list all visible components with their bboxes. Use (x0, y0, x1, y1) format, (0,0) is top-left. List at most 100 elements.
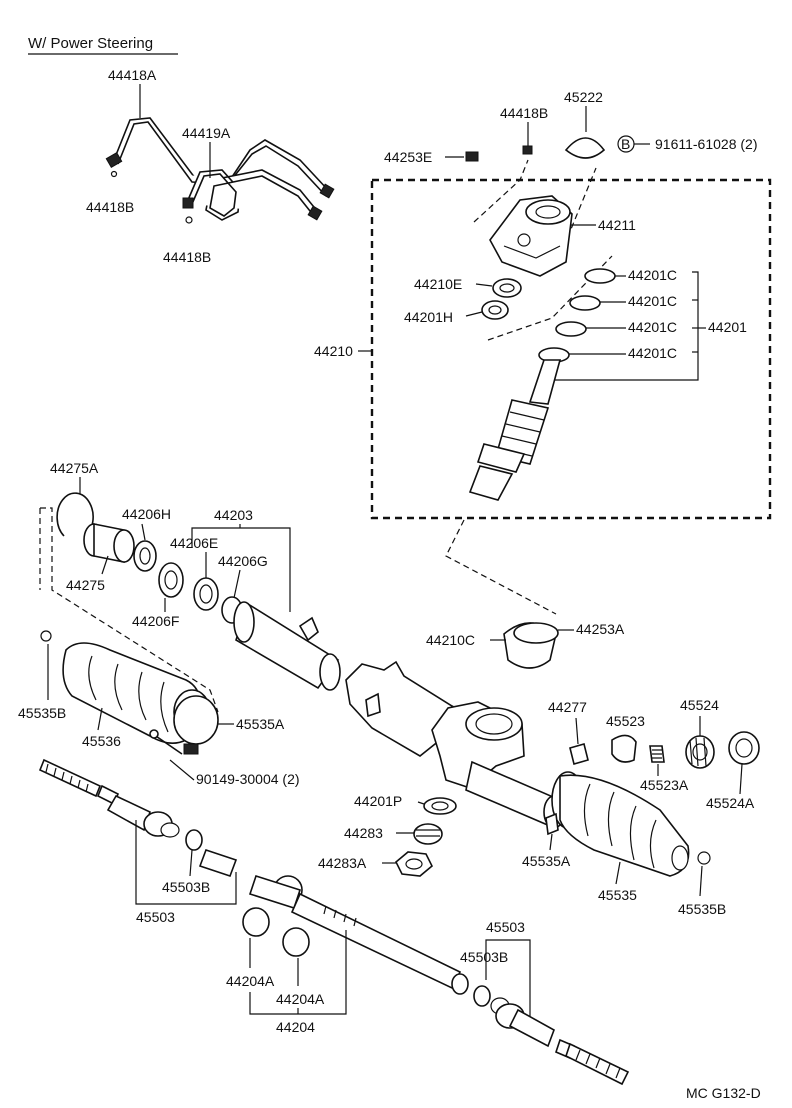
union-seat-icon (465, 151, 479, 162)
leader-45503B-left (189, 849, 193, 877)
callout-44201C-4: 44201C (628, 345, 677, 361)
ring-44201C-1 (584, 268, 616, 284)
leader-45535A-right (549, 833, 553, 851)
callout-44418B-bottom: 44418B (163, 249, 211, 265)
dust-seal-icon (564, 137, 606, 159)
tie-rod-right (490, 997, 630, 1086)
callout-44253E: 44253E (384, 149, 432, 165)
leader-45535B-right (699, 865, 703, 897)
bracket-44201 (540, 271, 699, 381)
leader-45536 (97, 707, 103, 731)
callout-45535B-left: 45535B (18, 705, 66, 721)
bleeder-plug-icon (522, 145, 533, 155)
leader-44277 (575, 717, 579, 745)
lock-washer-45503B-right-icon (473, 985, 491, 1007)
callout-44206E: 44206E (170, 535, 218, 551)
callout-44201C-1: 44201C (628, 267, 677, 283)
leader-44210E (475, 283, 493, 287)
pinion-shaft (468, 359, 562, 501)
callout-44204A-1: 44204A (226, 973, 275, 989)
guide-line-5 (40, 507, 219, 713)
rack-housing (345, 660, 565, 829)
valve-assembly-box (370, 178, 772, 520)
figure-code: MC G132-D (686, 1085, 761, 1101)
callout-44418B-left: 44418B (86, 199, 134, 215)
callout-45222: 45222 (564, 89, 603, 105)
callout-45524: 45524 (680, 697, 719, 713)
callout-45523A: 45523A (640, 777, 689, 793)
lock-washer-45503B-left-icon (185, 829, 203, 851)
rack-44204 (198, 848, 469, 995)
diagram-title: W/ Power Steering (28, 35, 153, 52)
boot-45535 (551, 771, 690, 877)
bracket-45503-left (135, 820, 237, 905)
ring-44201C-2 (569, 295, 601, 311)
callout-44275: 44275 (66, 577, 105, 593)
callout-45535A-left: 45535A (236, 716, 285, 732)
callout-44211: 44211 (598, 217, 636, 233)
leader-44201P (417, 801, 425, 805)
callout-44206F: 44206F (132, 613, 179, 629)
callout-44201C-3: 44201C (628, 319, 677, 335)
callout-44203: 44203 (214, 507, 253, 523)
leader-44206H (141, 523, 146, 541)
cylinder-end-stopper (83, 523, 135, 563)
tie-rod-left (38, 758, 180, 838)
plug-44283 (413, 823, 443, 845)
callout-45503B-left: 45503B (162, 879, 210, 895)
callout-44283A: 44283A (318, 855, 367, 871)
callout-45535B-right: 45535B (678, 901, 726, 917)
callout-44206H: 44206H (122, 506, 171, 522)
callout-44201: 44201 (708, 319, 747, 335)
pressure-tubes (105, 117, 335, 224)
spring-cap-45524 (685, 735, 715, 769)
leader-45524A (739, 763, 743, 795)
bracket-44203 (191, 527, 291, 612)
callout-45503-left: 45503 (136, 909, 175, 925)
callout-45535: 45535 (598, 887, 637, 903)
callout-44204A-2: 44204A (276, 991, 325, 1007)
callout-44210E: 44210E (414, 276, 462, 292)
callout-45503B-right: 45503B (460, 949, 508, 965)
callout-44418A: 44418A (108, 67, 157, 83)
valve-housing (489, 195, 573, 277)
callout-44206G: 44206G (218, 553, 268, 569)
callout-45524A: 45524A (706, 795, 755, 811)
rack-guide-44277-icon (569, 743, 589, 765)
rack-guide-45523-icon (611, 734, 637, 763)
callout-45536: 45536 (82, 733, 121, 749)
ring-44204A-1-icon (242, 907, 270, 937)
guide-line-4 (445, 519, 557, 615)
callout-44277: 44277 (548, 699, 587, 715)
callout-44210C: 44210C (426, 632, 475, 648)
callout-44253A: 44253A (576, 621, 625, 637)
leader-44275 (101, 555, 109, 575)
guide-line-1 (473, 159, 529, 223)
callout-44201C-2: 44201C (628, 293, 677, 309)
clamp-45535A-left-icon (173, 695, 219, 745)
clip-45535B-left-icon (40, 630, 52, 642)
leader-44201H (465, 311, 483, 317)
clamp-45535A-right-icon (545, 812, 559, 836)
ring-44204A-2-icon (282, 927, 310, 957)
callout-44204: 44204 (276, 1019, 315, 1035)
callout-44418B-top: 44418B (500, 105, 548, 121)
callout-44210: 44210 (314, 343, 353, 359)
clip-45535B-right-icon (697, 851, 711, 865)
leader-44206G (233, 569, 241, 599)
callout-91611: 91611-61028 (2) (655, 136, 757, 152)
callout-44201P: 44201P (354, 793, 402, 809)
callout-45535A-right: 45535A (522, 853, 571, 869)
callout-44275A: 44275A (50, 460, 99, 476)
callout-44283: 44283 (344, 825, 383, 841)
bracket-45503-right (485, 939, 531, 1020)
callout-90149: 90149-30004 (2) (196, 771, 300, 787)
callout-44419A: 44419A (182, 125, 231, 141)
callout-45523: 45523 (606, 713, 645, 729)
cylinder-tube-44203 (233, 601, 341, 691)
ring-44201C-3 (555, 321, 587, 337)
callout-45503-right: 45503 (486, 919, 525, 935)
leader-45535 (615, 861, 621, 885)
leader-90149 (169, 759, 195, 781)
